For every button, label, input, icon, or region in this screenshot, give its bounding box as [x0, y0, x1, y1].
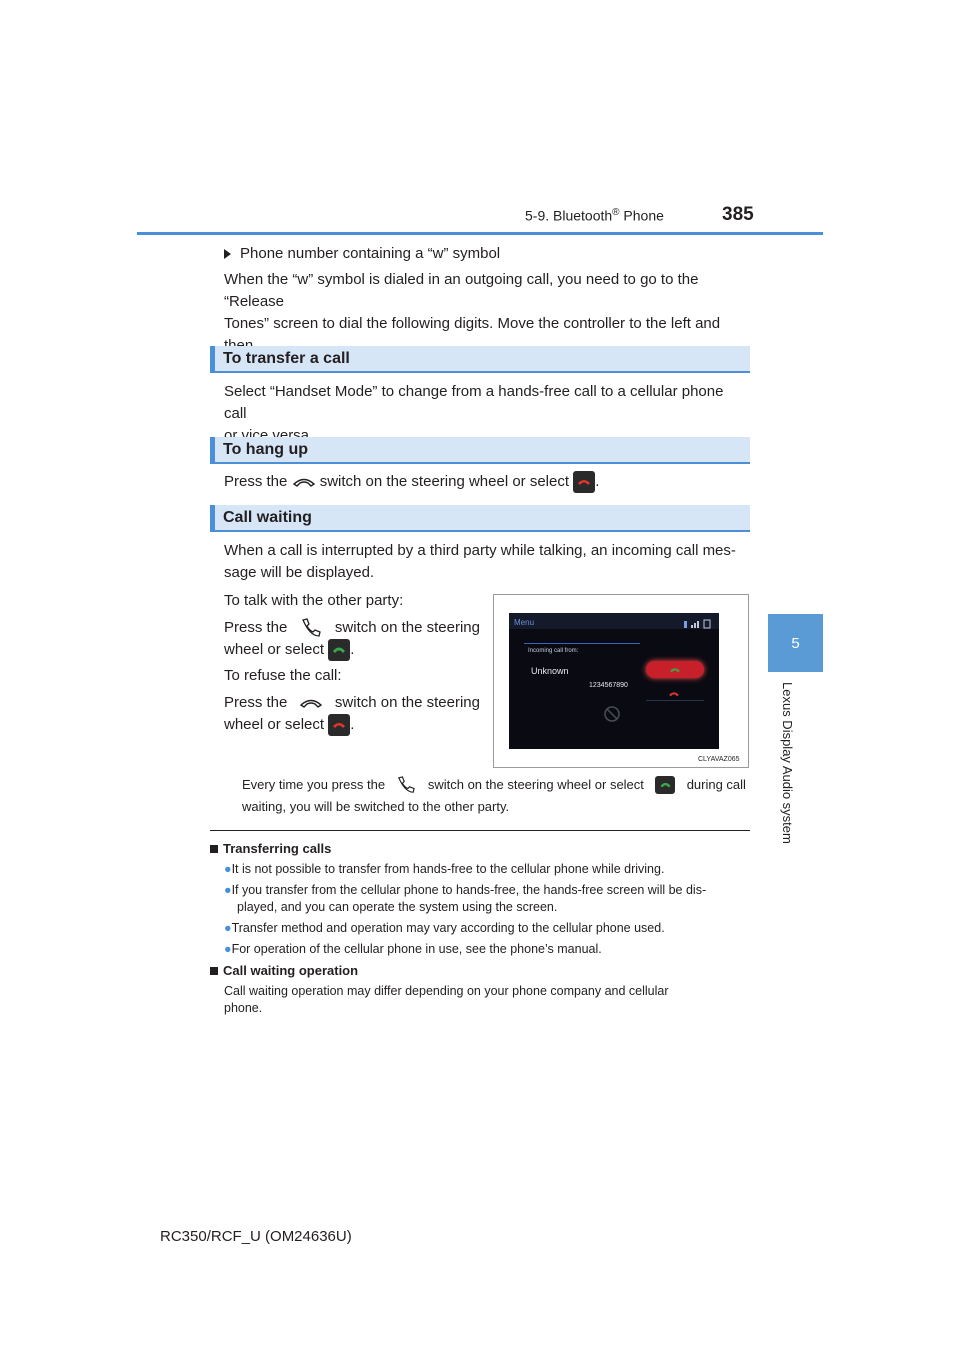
chapter-number: 5: [791, 634, 800, 652]
note-item: ●Transfer method and operation may vary …: [224, 921, 665, 935]
hang-up-button-icon[interactable]: [328, 714, 351, 737]
chapter-tab[interactable]: 5: [768, 614, 823, 672]
square-bullet-icon: [210, 967, 218, 975]
status-icons: [684, 619, 711, 629]
note-heading-transferring: Transferring calls: [210, 840, 750, 857]
call-waiting-note: Every time you press the switch on the s…: [242, 776, 746, 814]
dot-bullet-icon: ●: [224, 942, 232, 956]
decline-icon: [669, 692, 679, 697]
square-bullet-icon: [210, 845, 218, 853]
section-heading-hangup: To hang up: [210, 437, 750, 464]
screen-mute-button[interactable]: [600, 704, 624, 729]
note-item: ●If you transfer from the cellular phone…: [224, 883, 707, 897]
incoming-call-label: Incoming call from:: [528, 648, 579, 654]
talk-label: To talk with the other party:: [224, 592, 404, 609]
call-waiting-note-line: Call waiting operation may differ depend…: [224, 984, 669, 998]
screen-menu-label: Menu: [514, 618, 535, 627]
hangup-paragraph: Press the switch on the steering wheel o…: [224, 471, 599, 494]
hang-up-button-icon[interactable]: [573, 471, 596, 494]
header-rule: [137, 232, 823, 235]
note-item-continuation: played, and you can operate the system u…: [237, 900, 558, 914]
notes-block: Transferring calls ●It is not possible t…: [210, 840, 750, 1017]
section-heading-call-waiting: Call waiting: [210, 505, 750, 532]
display-screen: [509, 613, 719, 749]
screen-decline-button[interactable]: [668, 685, 680, 703]
screen-divider: [524, 643, 640, 644]
call-waiting-paragraph: When a call is interrupted by a third pa…: [224, 542, 736, 581]
no-entry-icon: [604, 706, 620, 722]
hang-up-switch-icon: [292, 478, 315, 487]
section-heading-transfer: To transfer a call: [210, 346, 750, 373]
footer-model: RC350/RCF_U (OM24636U): [160, 1228, 352, 1245]
section-header: 5-9. Bluetooth® Phone: [525, 207, 664, 224]
talk-instruction: Press the switch on the steering wheel o…: [224, 617, 480, 662]
screen-answer-button[interactable]: [646, 661, 704, 678]
answer-icon: [670, 667, 680, 672]
caller-name: Unknown: [531, 666, 569, 676]
dot-bullet-icon: ●: [224, 862, 232, 876]
dot-bullet-icon: ●: [224, 921, 232, 935]
dot-bullet-icon: ●: [224, 883, 232, 897]
intro-paragraph: When the “w” symbol is dialed in an outg…: [224, 271, 721, 376]
hang-up-switch-icon: [300, 699, 323, 708]
page-number: 385: [722, 204, 754, 225]
note-item: ●It is not possible to transfer from han…: [224, 862, 665, 876]
notes-divider: [210, 830, 750, 831]
chapter-title: Lexus Display Audio system: [780, 682, 795, 844]
answer-button-icon[interactable]: [328, 639, 351, 662]
refuse-label: To refuse the call:: [224, 667, 342, 684]
triangle-bullet-icon: [224, 249, 231, 260]
note-heading-call-waiting: Call waiting operation: [210, 962, 750, 979]
note-item: ●For operation of the cellular phone in …: [224, 942, 602, 956]
refuse-instruction: Press the switch on the steering wheel o…: [224, 692, 480, 737]
answer-button-icon[interactable]: [655, 776, 676, 794]
bullet-heading: Phone number containing a “w” symbol: [224, 243, 500, 265]
screen-row-divider: [646, 700, 704, 701]
caller-number: 1234567890: [589, 682, 628, 689]
phone-switch-icon: [302, 618, 321, 637]
illustration-code: CLYAVAZ065: [698, 756, 740, 763]
screen-top-bar: [509, 613, 719, 629]
phone-switch-icon: [398, 776, 416, 793]
call-waiting-note-line: phone.: [224, 1001, 263, 1015]
